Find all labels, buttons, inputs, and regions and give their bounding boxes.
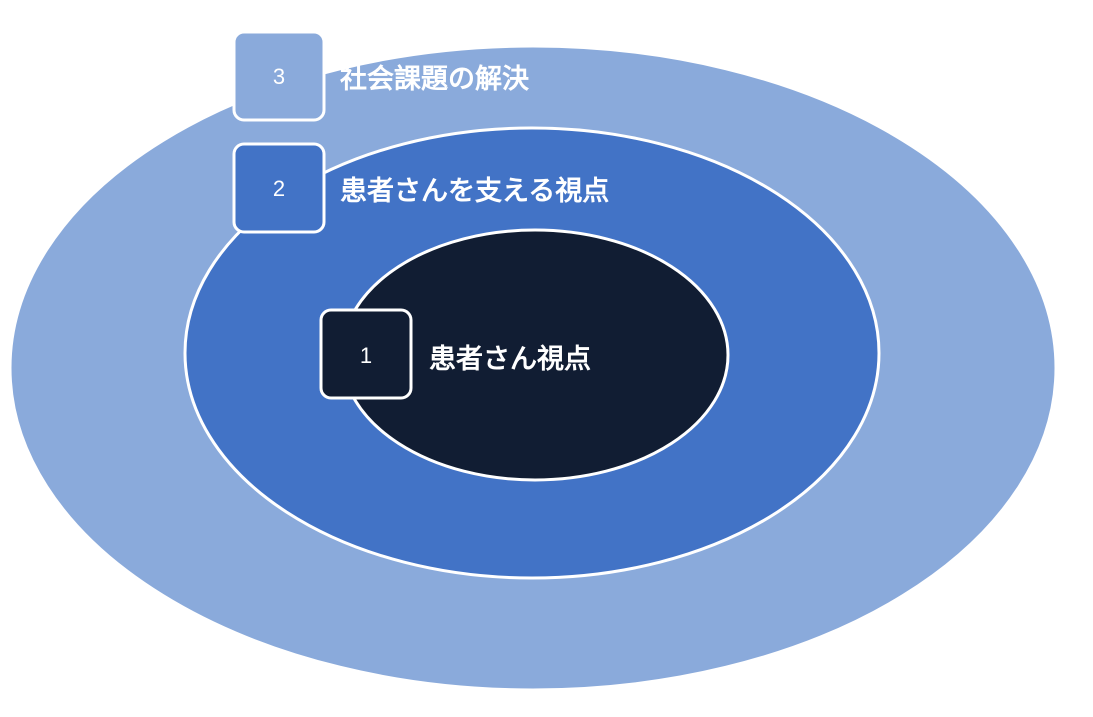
label-level-1: 患者さん視点	[429, 344, 591, 375]
badge-number-level-2: 2	[273, 176, 285, 201]
badge-level-2	[232, 142, 326, 234]
badge-level-1	[319, 308, 413, 400]
badge-level-3	[232, 30, 326, 122]
badge-number-level-3: 3	[273, 64, 285, 89]
label-level-3: 社会課題の解決	[340, 63, 530, 95]
label-level-2: 患者さんを支える視点	[340, 176, 609, 207]
badge-number-level-1: 1	[360, 343, 372, 368]
